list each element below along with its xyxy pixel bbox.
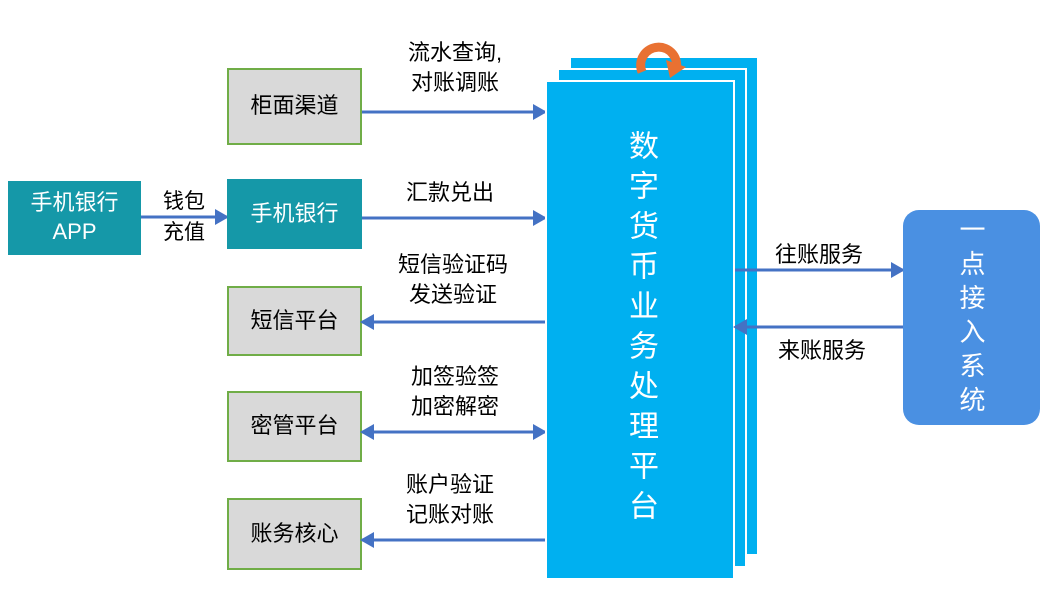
node-access-system xyxy=(903,210,1040,425)
node-mobile-app: 手机银行 APP xyxy=(8,181,141,255)
edge-label-incoming-service: 来账服务 xyxy=(777,338,866,363)
platform-layer-front xyxy=(545,80,735,580)
node-sms-platform: 短信平台 xyxy=(227,286,362,356)
edge-label-remit-out: 汇款兑出 xyxy=(405,180,494,205)
arrow-sign-encrypt xyxy=(362,424,545,440)
node-mobile-banking: 手机银行 xyxy=(227,179,362,249)
edge-label-wallet-topup: 钱包 充值 xyxy=(163,190,205,244)
arrow-account-check xyxy=(362,532,545,548)
access-system-title: 一点接入系统 xyxy=(956,215,986,420)
arrow-sms-send xyxy=(362,314,545,330)
arrow-remit-out xyxy=(362,210,545,226)
arrow-incoming-service xyxy=(735,319,903,335)
edge-label-sign-encrypt: 加签验签 加密解密 xyxy=(410,364,499,419)
edge-label-sms-send: 短信验证码 发送验证 xyxy=(397,252,508,307)
node-counter-channel: 柜面渠道 xyxy=(227,68,362,145)
edge-label-counter-query: 流水查询, 对账调账 xyxy=(407,40,503,95)
loop-arrow-icon xyxy=(636,42,686,78)
platform-title: 数字货币业务处理平台 xyxy=(624,130,657,530)
node-accounting-core: 账务核心 xyxy=(227,498,362,570)
edge-label-account-check: 账户验证 记账对账 xyxy=(405,472,494,527)
arrow-counter-query xyxy=(362,104,545,120)
arrow-wallet-topup xyxy=(141,209,227,225)
node-key-mgmt-platform: 密管平台 xyxy=(227,391,362,462)
arrow-outgoing-service xyxy=(735,262,903,278)
